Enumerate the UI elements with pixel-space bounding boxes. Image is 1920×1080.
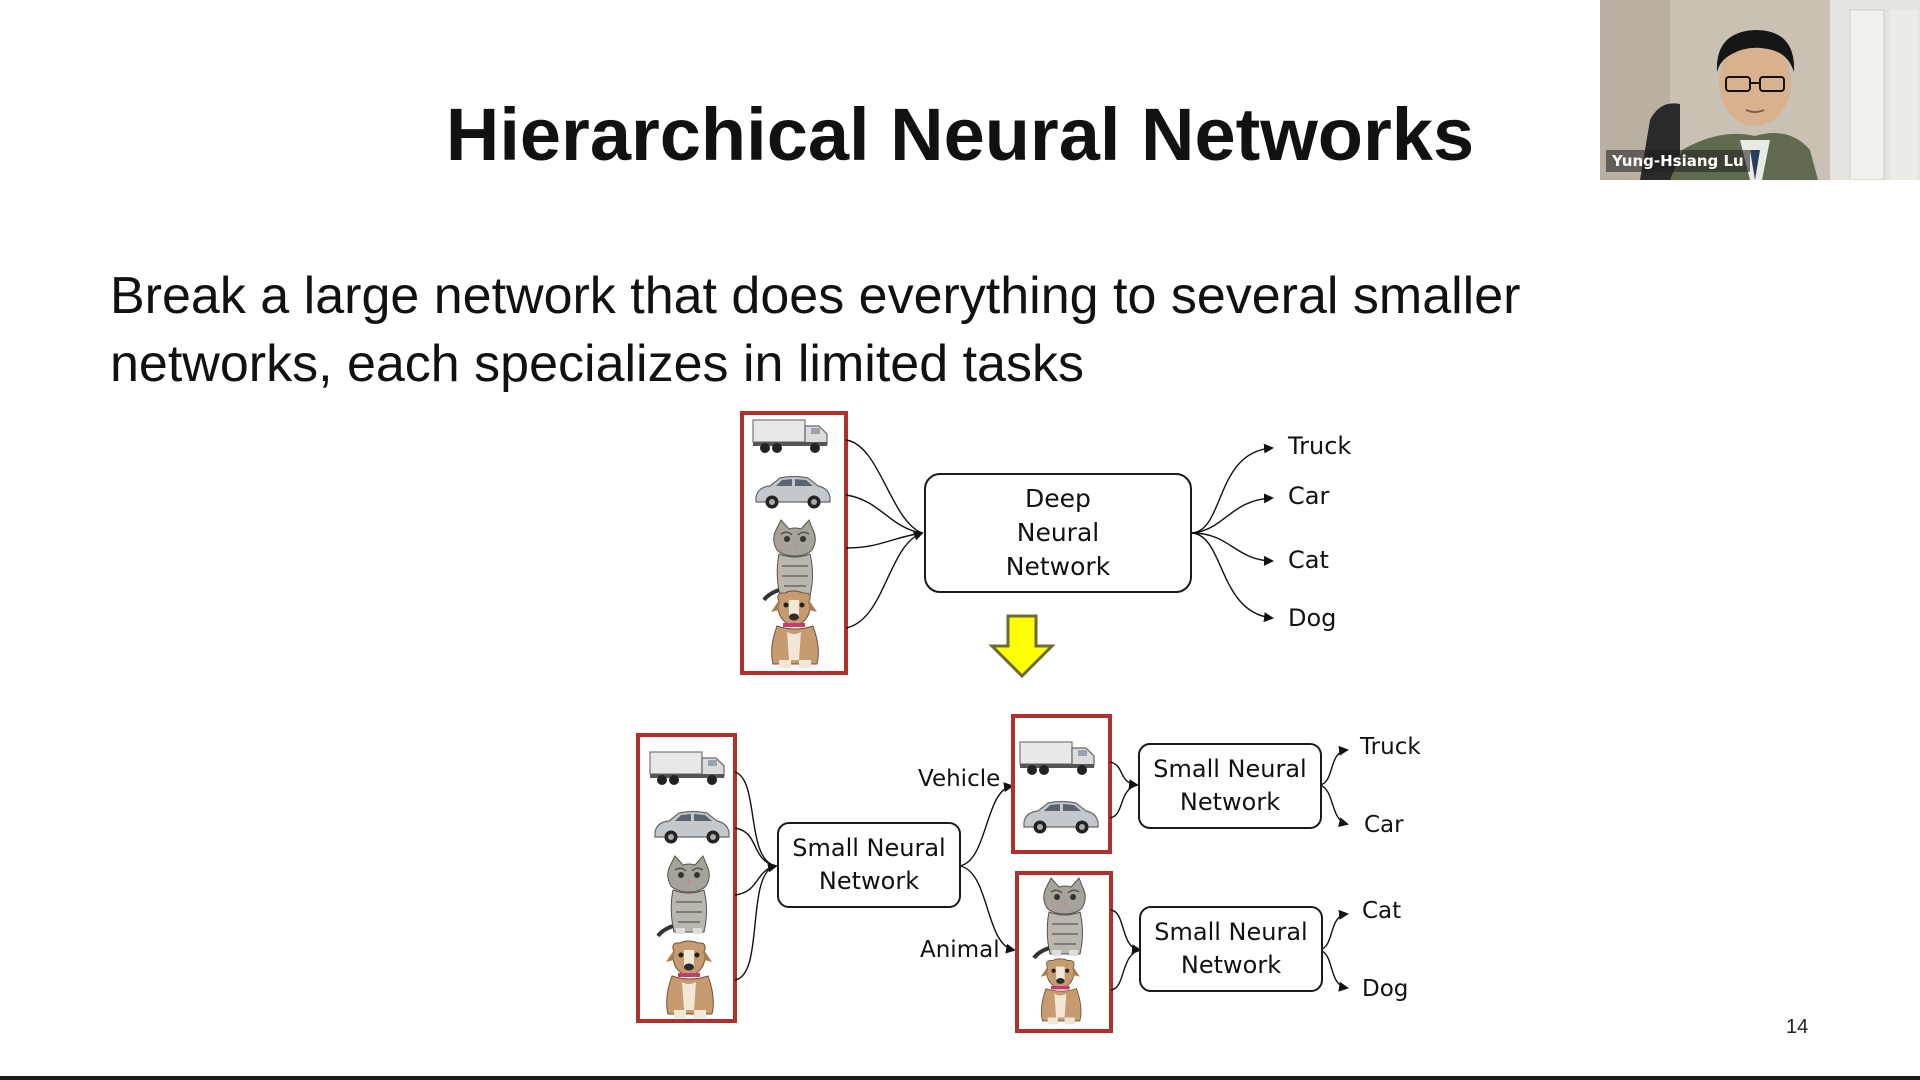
deep-neural-network-box: Deep Neural Network (924, 473, 1192, 593)
vehicle-image-box (1011, 714, 1112, 854)
vehicle-output-car: Car (1364, 812, 1404, 838)
participant-video-tile[interactable]: Yung-Hsiang Lu (1600, 0, 1920, 180)
small-neural-network-box-animal: Small Neural Network (1139, 906, 1323, 992)
animal-output-dog: Dog (1362, 976, 1409, 1002)
small-neural-network-box-vehicle: Small Neural Network (1138, 743, 1322, 829)
small-neural-network-box-root: Small Neural Network (777, 822, 961, 908)
slide-page-number: 14 (1786, 1016, 1809, 1038)
slide-bottom-border (0, 1076, 1920, 1080)
branch-label-animal: Animal (920, 937, 1000, 963)
slide-title: Hierarchical Neural Networks (445, 93, 1475, 176)
branch-label-vehicle: Vehicle (918, 766, 1001, 792)
animal-output-cat: Cat (1362, 898, 1402, 924)
deep-output-cat: Cat (1288, 546, 1329, 574)
deep-network-line: Network (1005, 552, 1111, 581)
body-text-line-2: networks, each specializes in limited ta… (110, 335, 1084, 393)
down-arrow-icon (988, 614, 1056, 679)
deep-output-truck: Truck (1288, 432, 1352, 460)
deep-network-line: Neural (1016, 518, 1100, 547)
participant-name-label: Yung-Hsiang Lu (1606, 150, 1750, 172)
deep-output-dog: Dog (1288, 604, 1337, 632)
deep-network-line: Deep (1025, 484, 1091, 513)
vehicle-output-truck: Truck (1360, 734, 1421, 760)
slide-body-text: Break a large network that does everythi… (110, 262, 1710, 398)
body-text-line-1: Break a large network that does everythi… (110, 267, 1521, 325)
deep-output-car: Car (1288, 482, 1330, 510)
